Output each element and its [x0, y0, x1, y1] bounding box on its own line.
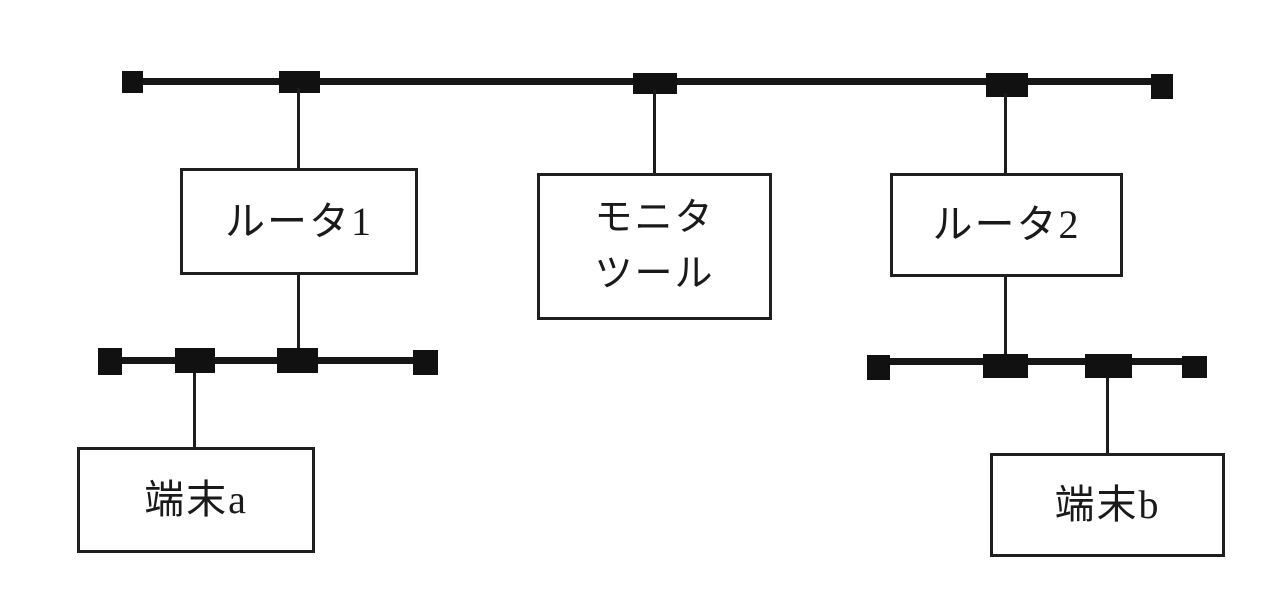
- lan-a-bus-line: [105, 357, 430, 364]
- router1-label: ルータ1: [225, 198, 373, 244]
- connector-router2-lan-b: [1004, 275, 1007, 360]
- lan-a-right-terminator: [413, 350, 438, 375]
- backbone-tap-router2: [986, 73, 1028, 97]
- monitor-tool-box: モニタ ツール: [537, 173, 772, 320]
- backbone-left-terminator: [122, 71, 143, 93]
- lan-b-bus-line: [873, 358, 1195, 365]
- terminal-b-box: 端末b: [990, 453, 1225, 557]
- backbone-tap-monitor: [633, 73, 677, 94]
- connector-backbone-monitor: [653, 90, 656, 175]
- router2-label: ルータ2: [932, 202, 1081, 247]
- lan-b-right-terminator: [1182, 356, 1207, 378]
- lan-b-left-terminator: [867, 355, 890, 380]
- connector-router1-lan-a: [297, 273, 300, 360]
- terminal-a-box: 端末a: [77, 447, 315, 553]
- lan-a-tap-terminal-a: [175, 348, 215, 373]
- connector-backbone-router2: [1004, 93, 1007, 175]
- router2-box: ルータ2: [890, 173, 1123, 277]
- lan-a-tap-router1: [277, 348, 318, 373]
- connector-backbone-router1: [297, 88, 300, 170]
- connector-lan-a-terminal-a: [193, 371, 196, 449]
- terminal-b-label: 端末b: [1054, 482, 1161, 527]
- backbone-tap-router1: [279, 71, 320, 93]
- router1-box: ルータ1: [180, 168, 418, 275]
- lan-b-tap-terminal-b: [1085, 354, 1132, 378]
- terminal-a-label: 端末a: [144, 477, 248, 522]
- monitor-tool-label: モニタ ツール: [594, 197, 715, 295]
- backbone-right-terminator: [1151, 74, 1173, 99]
- lan-b-tap-router2: [983, 354, 1028, 378]
- connector-lan-b-terminal-b: [1106, 376, 1109, 455]
- lan-a-left-terminator: [98, 348, 122, 375]
